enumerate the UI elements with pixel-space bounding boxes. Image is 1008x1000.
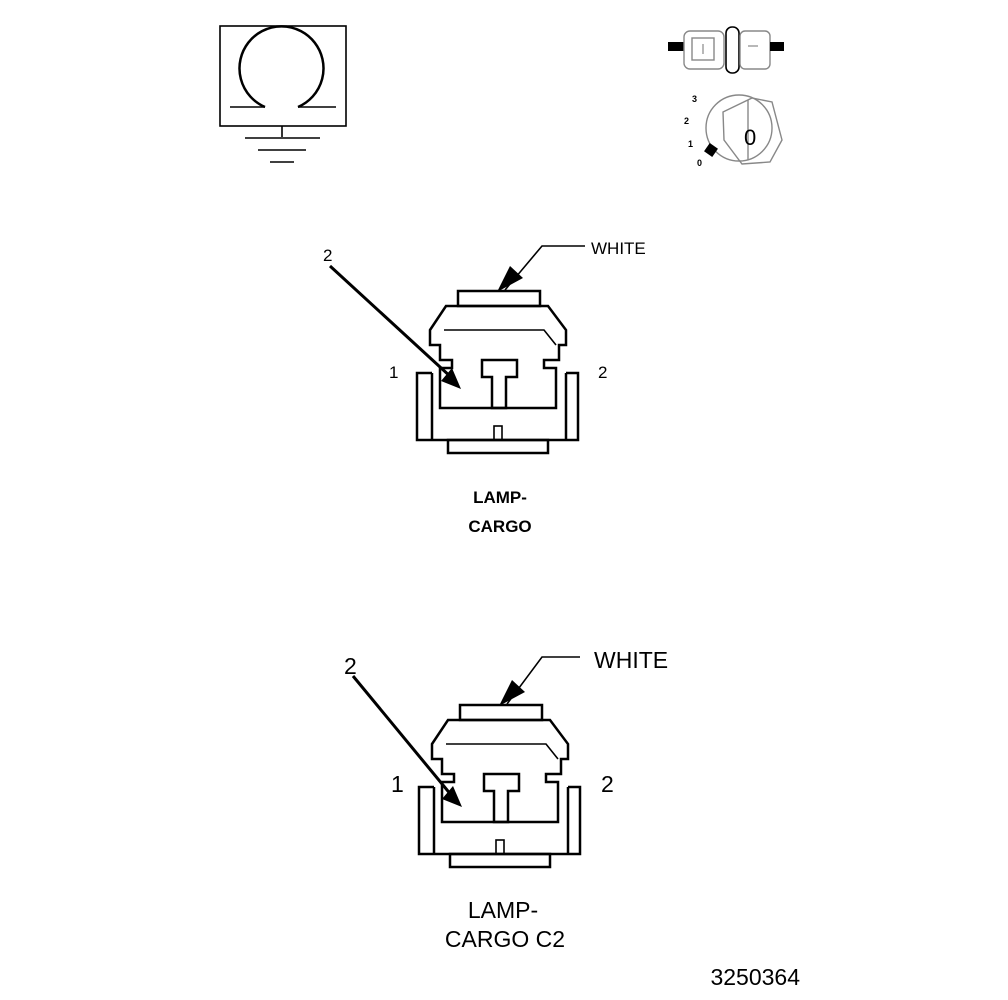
key-face-label: 0 — [744, 125, 756, 150]
ground-lamp-symbol-icon — [219, 25, 347, 163]
connector-lamp-cargo-c2 — [351, 656, 582, 869]
connector2-pin-2-label: 2 — [601, 771, 614, 797]
key-position-2: 2 — [684, 116, 689, 126]
connector2-pin-1-label: 1 — [391, 771, 404, 797]
key-position-1: 1 — [688, 139, 693, 149]
connector2-name-line1: LAMP- — [468, 897, 538, 923]
connector2-name-line2: CARGO C2 — [445, 926, 565, 952]
connector1-pin-1-label: 1 — [389, 363, 398, 382]
connector-lamp-cargo — [328, 245, 585, 455]
figure-number: 3250364 — [710, 964, 800, 990]
key-position-3: 3 — [692, 94, 697, 104]
connector2-callout-number: 2 — [344, 653, 357, 679]
connector1-callout-number: 2 — [323, 246, 332, 265]
key-position-0: 0 — [697, 158, 702, 168]
ignition-key-icon: 3 2 1 0 0 — [684, 94, 783, 168]
inline-connector-icon — [668, 26, 784, 74]
connector1-name-line1: LAMP- — [473, 488, 527, 507]
connector1-name-line2: CARGO — [468, 517, 531, 536]
connector1-pin-2-label: 2 — [598, 363, 607, 382]
connector1-wire-color-label: WHITE — [591, 239, 646, 258]
connector2-wire-color-label: WHITE — [594, 647, 668, 673]
